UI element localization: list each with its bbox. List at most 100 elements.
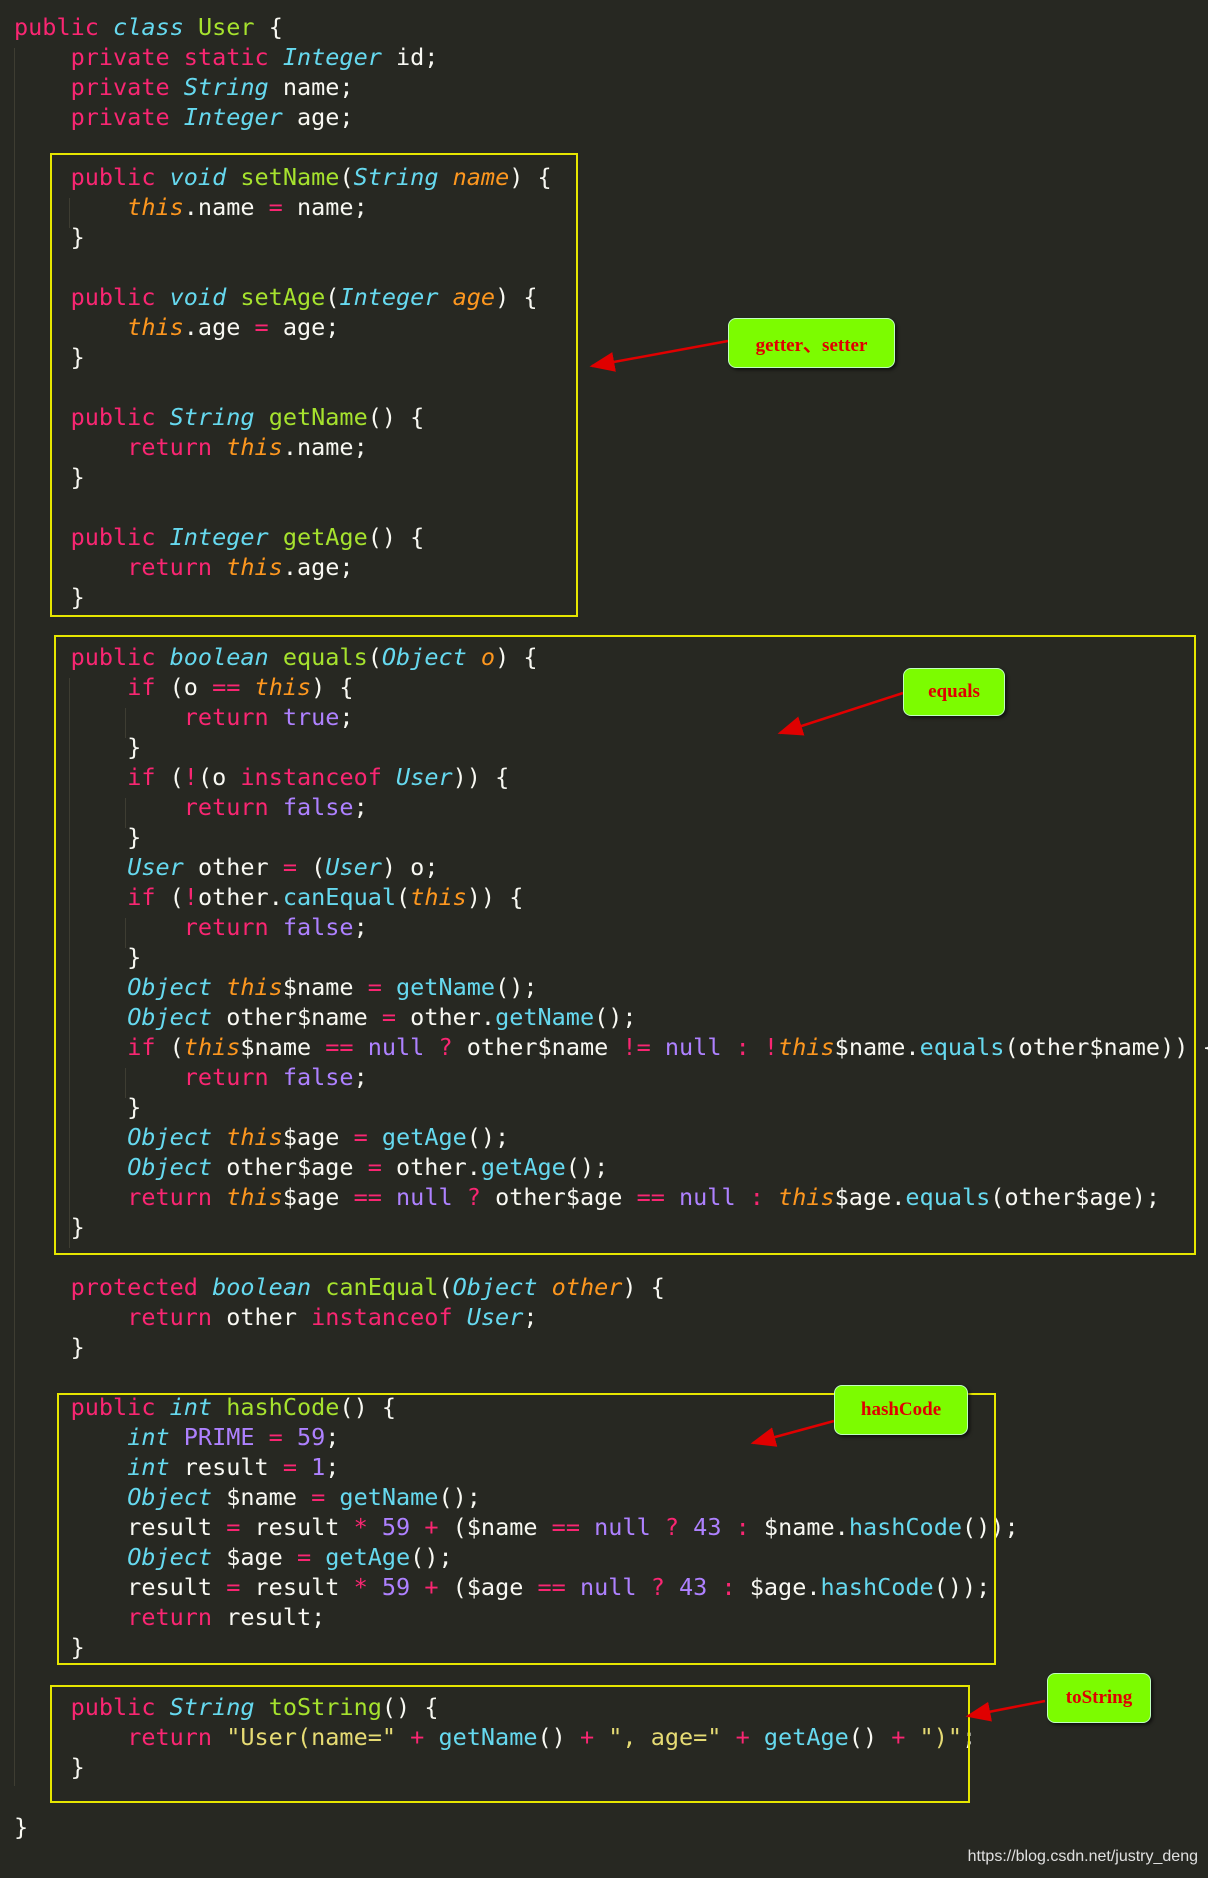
code-token: ( [396,883,411,911]
code-token: $age. [834,1183,906,1211]
code-token: } [14,823,142,851]
getter-setter-arrow [589,339,729,372]
indent-guide [69,198,70,228]
code-token: this [183,1033,241,1061]
code-line: result = result * 59 + ($age == null ? 4… [14,1572,990,1602]
code-token: other$name [226,1003,382,1031]
code-token: public [70,643,170,671]
code-line: public void setAge(Integer age) { [14,282,538,312]
code-line: Object $age = getAge(); [14,1542,453,1572]
code-token: instanceof [240,763,397,791]
code-token: int [127,1453,184,1481]
code-token: result [254,1573,354,1601]
code-token: return [127,553,227,581]
code-token: null [664,1033,736,1061]
code-line: } [14,1092,141,1122]
code-token: Object [127,1153,227,1181]
code-token: () { [367,523,425,551]
code-token: = [282,853,312,881]
code-line: if (!(o instanceof User)) { [14,762,509,792]
code-token: } [14,1213,85,1241]
code-line: } [14,462,85,492]
code-token: null [679,1183,750,1211]
code-token: $age [282,1183,354,1211]
code-token: ; [353,793,368,821]
code-line: } [14,1332,85,1362]
code-token: ( [325,283,340,311]
code-token: false [282,913,354,941]
code-token: other [551,1273,623,1301]
code-token: (other$age); [990,1183,1161,1211]
code-token: $age. [749,1573,821,1601]
code-line: return "User(name=" + getName() + ", age… [14,1722,976,1752]
code-token: equals [905,1183,991,1211]
code-token: User [127,853,198,881]
code-token: = [226,1513,255,1541]
code-token: = [353,1123,382,1151]
code-token: ( [367,643,382,671]
code-token: boolean [169,643,283,671]
code-token: (); [565,1153,609,1181]
code-token: { [268,13,283,41]
code-token: Object [452,1273,552,1301]
indent-guide [14,48,15,1786]
code-token: : ! [735,1033,779,1061]
code-token: 1 [311,1453,326,1481]
code-token: ( [438,1273,453,1301]
code-token: = [268,1423,297,1451]
code-token: } [14,223,85,251]
code-token: instanceof [311,1303,467,1331]
code-token: ; [325,1423,340,1451]
indent-guide [125,1068,126,1098]
code-token: void [169,283,241,311]
indent-guide [125,798,126,828]
code-line: } [14,732,141,762]
code-token: ) { [495,643,538,671]
code-token: result [14,1513,227,1541]
code-token: ; [325,1453,340,1481]
code-token: getAge [381,1123,467,1151]
code-token: ? [650,1573,680,1601]
code-token: this [127,313,184,341]
code-line: private Integer age; [14,102,354,132]
code-token: return [183,703,283,731]
code-token: (); [410,1543,453,1571]
indent-guide [125,708,126,738]
code-token: String [353,163,453,191]
code-token: ? [438,1033,467,1061]
code-token: o [480,643,496,671]
code-token: .age [183,313,255,341]
code-token: $age [226,1543,297,1571]
code-token: if [127,1033,170,1061]
code-token: ) { [311,673,354,701]
code-token: ? [664,1513,694,1541]
code-line: if (o == this) { [14,672,354,702]
code-line: this.age = age; [14,312,339,342]
code-token: (); [438,1483,481,1511]
code-token: == [212,673,255,701]
code-token: getAge [480,1153,566,1181]
code-token: if [127,763,170,791]
code-token: ; [523,1303,538,1331]
code-token: $name [240,1033,326,1061]
code-line: private String name; [14,72,354,102]
tostring-highlight-box [50,1685,970,1803]
code-token: = [268,193,283,221]
code-token: result [254,1513,354,1541]
code-token: equals [282,643,368,671]
code-token: $name. [834,1033,920,1061]
code-token: ; [353,1063,368,1091]
code-token: Integer [183,103,297,131]
code-token: boolean [212,1273,326,1301]
code-token: + [891,1723,920,1751]
code-token: + [424,1573,453,1601]
code-token: == [325,1033,368,1061]
code-token: ( [169,763,184,791]
equals-label: equals [903,668,1005,716]
code-token: ) { [509,163,552,191]
code-token: hashCode [848,1513,962,1541]
code-token: ")" [919,1723,962,1751]
code-token: other [226,1303,312,1331]
code-token: 43 [679,1573,722,1601]
